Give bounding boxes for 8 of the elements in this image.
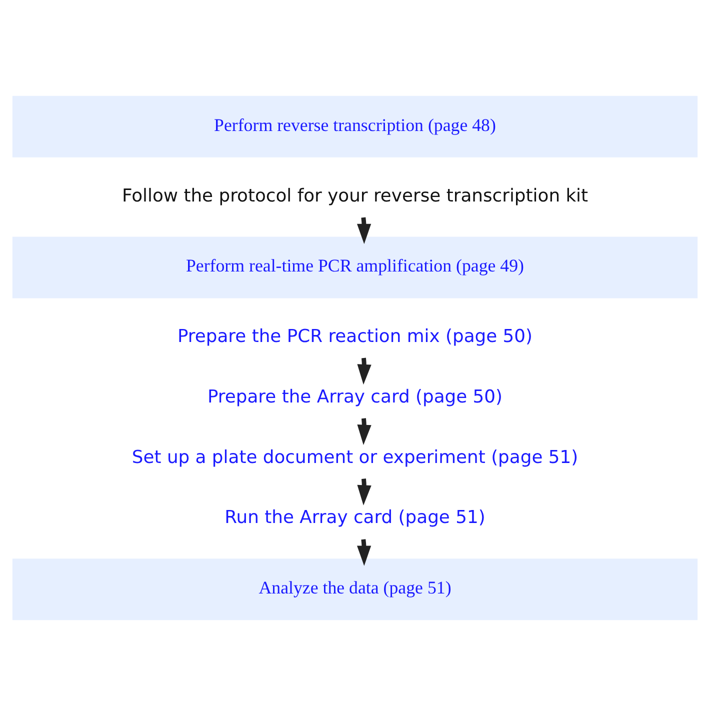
node-box: Analyze the data (page 51) (12, 558, 698, 620)
node-text: Set up a plate document or experiment (page 51) (132, 446, 578, 468)
node-box: Perform reverse transcription (page 48) (12, 95, 698, 157)
node-text: Run the Array card (page 51) (224, 506, 486, 528)
node-text: Follow the protocol for your reverse transcription kit (122, 184, 588, 206)
node-box: Perform real-time PCR amplification (page 49) (12, 236, 698, 298)
node-text: Prepare the PCR reaction mix (page 50) (177, 326, 533, 347)
node-text: Prepare the Array card (page 50) (207, 386, 503, 407)
